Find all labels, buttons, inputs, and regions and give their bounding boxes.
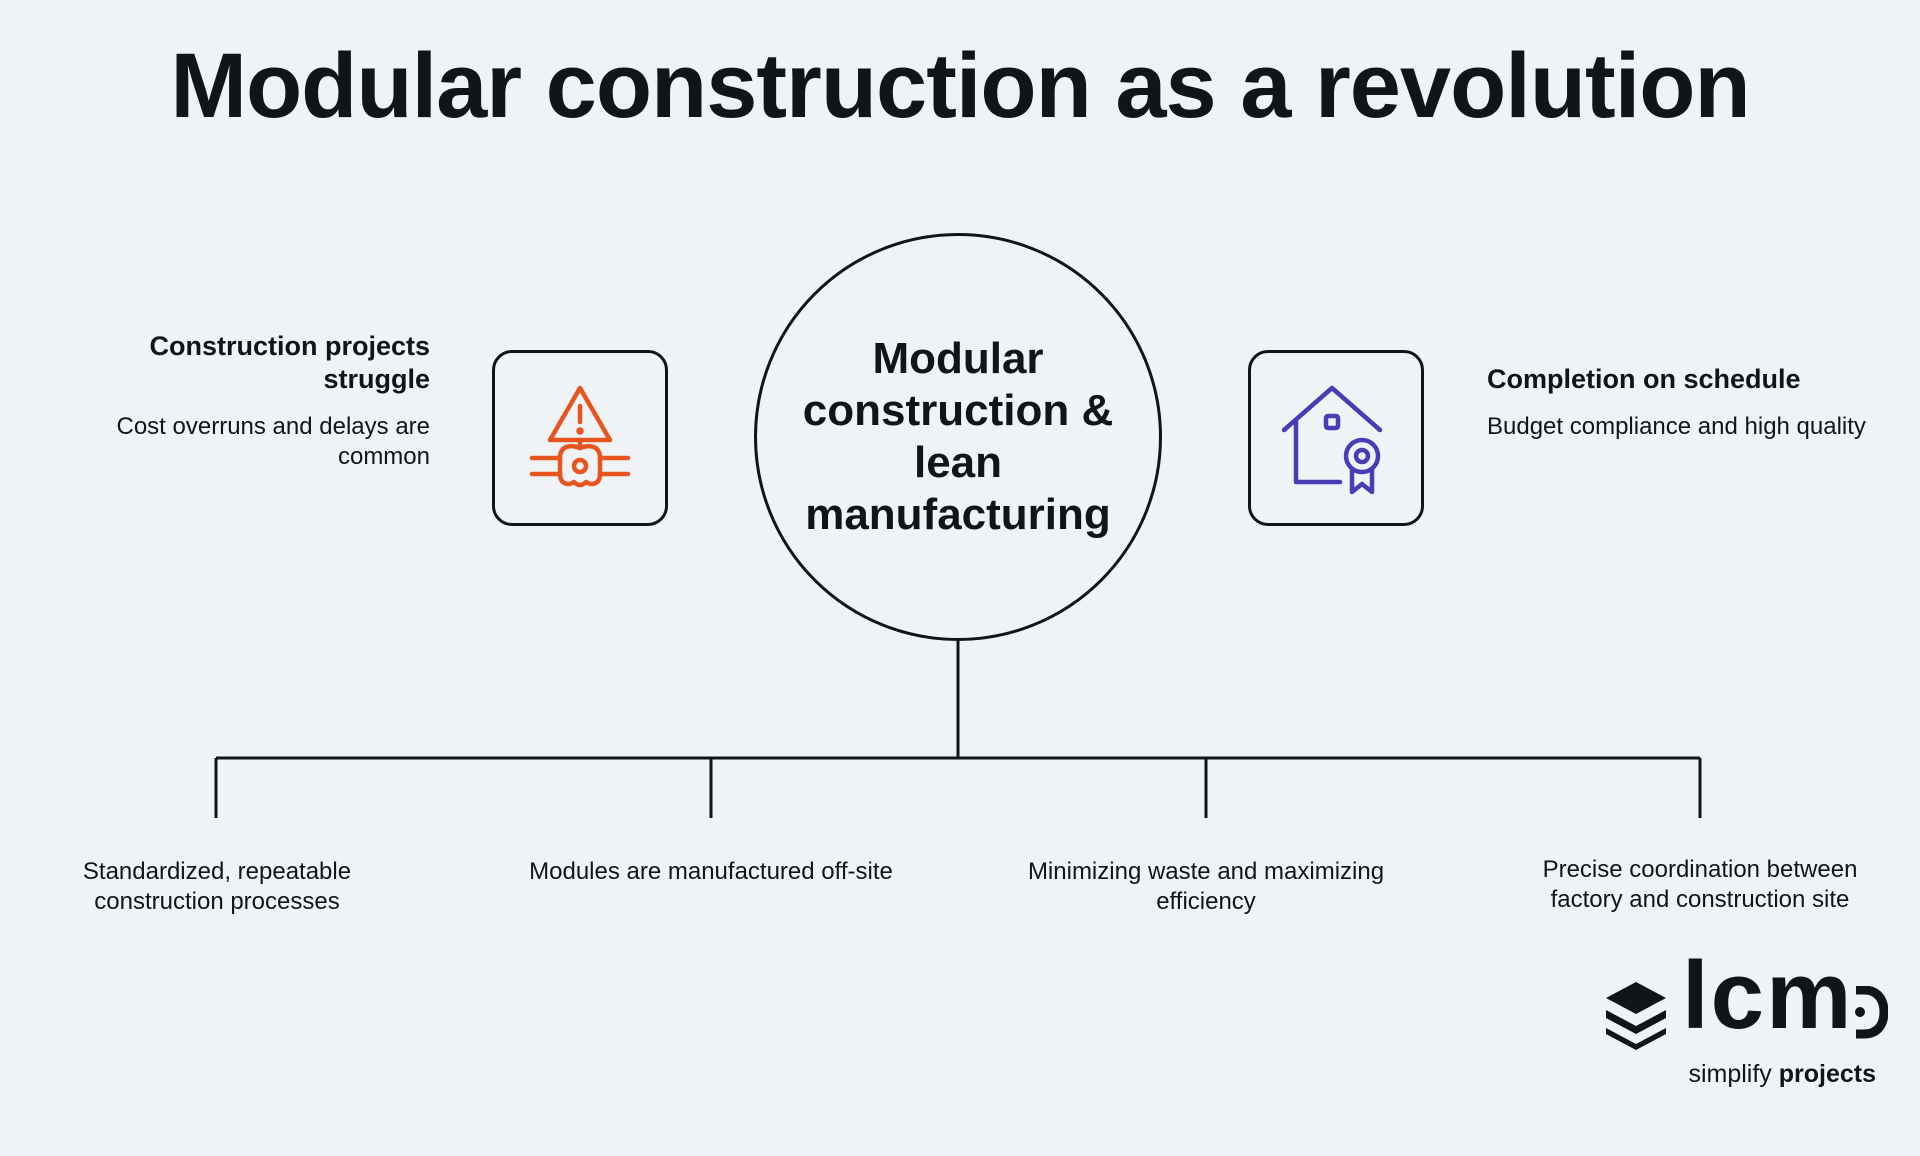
logo-tagline: simplify projects — [1688, 1060, 1876, 1089]
page-title: Modular construction as a revolution — [170, 35, 1750, 137]
brand-logo: lcm simplify projects — [1600, 946, 1890, 1095]
warning-pipe-icon — [529, 385, 631, 488]
house-certificate-icon — [1281, 385, 1383, 495]
branch-label-2: Modules are manufactured off-site — [529, 858, 893, 885]
solution-heading: Completion on schedule — [1487, 364, 1801, 394]
solution-icon-box — [1248, 350, 1424, 526]
logo-dot-icon — [1855, 986, 1888, 1039]
tagline-bold: projects — [1778, 1060, 1876, 1088]
tagline-prefix: simplify — [1688, 1060, 1772, 1088]
solution-block: Completion on schedule Budget compliance… — [1487, 363, 1867, 442]
branch-label-1: Standardized, repeatable construction pr… — [82, 858, 352, 915]
problem-heading: Construction projects struggle — [149, 331, 430, 394]
branch-label-3: Minimizing waste and maximizing efficien… — [1027, 858, 1385, 915]
logo-wordmark: lcm — [1682, 942, 1854, 1049]
branch-label-4: Precise coordination between factory and… — [1542, 856, 1858, 913]
center-concept-circle: Modular construction & lean manufacturin… — [754, 233, 1162, 641]
solution-text: Budget compliance and high quality — [1487, 413, 1866, 440]
problem-block: Construction projects struggle Cost over… — [50, 330, 431, 472]
problem-text: Cost overruns and delays are common — [116, 413, 431, 470]
stacked-layers-icon — [1606, 982, 1666, 1050]
problem-icon-box — [492, 350, 668, 526]
center-concept-label: Modular construction & lean manufacturin… — [802, 334, 1114, 539]
